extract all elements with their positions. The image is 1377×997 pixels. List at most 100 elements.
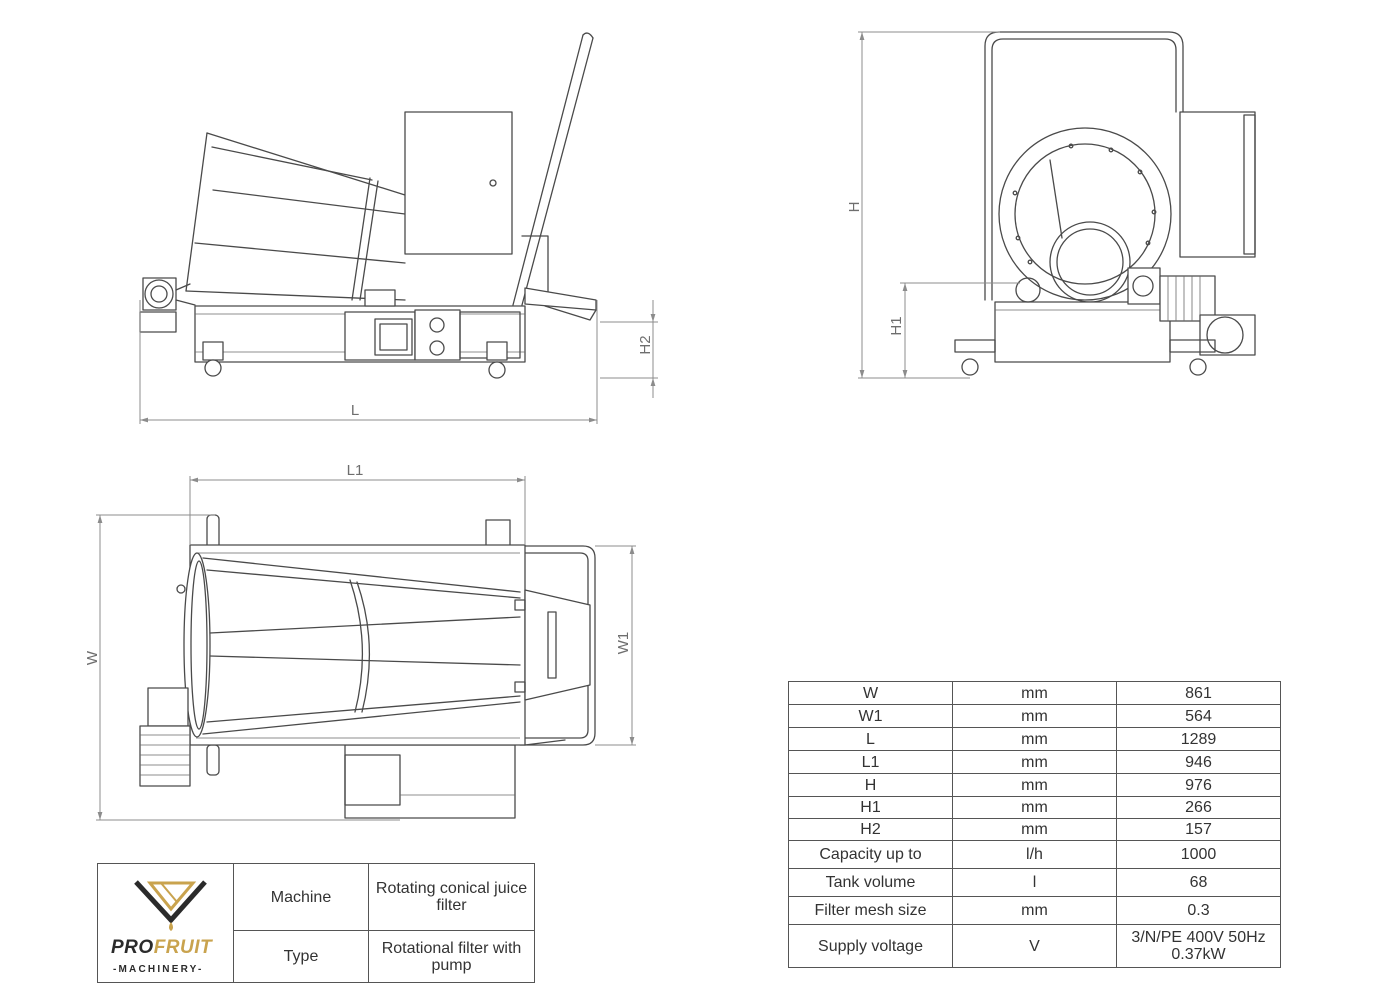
spec-unit: mm bbox=[952, 818, 1117, 841]
control-cabinet bbox=[404, 111, 513, 255]
spec-value: 68 bbox=[1116, 868, 1281, 897]
specifications-table: W mm 861 W1 mm 564 L mm 1289 L1 mm 946 H… bbox=[788, 681, 1281, 968]
spec-unit: mm bbox=[952, 750, 1117, 774]
title-block: PROFRUIT -MACHINERY- Machine Rotating co… bbox=[97, 863, 535, 983]
title-value-machine: Rotating conical juice filter bbox=[368, 863, 535, 931]
dimension-label-L: L bbox=[351, 402, 359, 419]
spec-unit: mm bbox=[952, 727, 1117, 751]
control-cabinet-side bbox=[1179, 111, 1256, 258]
filter-body-top bbox=[189, 544, 526, 746]
spec-parameter: Capacity up to bbox=[788, 840, 953, 869]
logo-emblem-icon bbox=[134, 879, 207, 931]
clamps bbox=[206, 514, 511, 776]
spec-value: 3/N/PE 400V 50Hz 0.37kW bbox=[1116, 924, 1281, 968]
pump-front bbox=[1199, 314, 1256, 356]
table-row: Tank volume l 68 bbox=[788, 868, 1281, 897]
tube-frame bbox=[984, 31, 1184, 301]
filter-drum-ring bbox=[998, 127, 1172, 303]
spec-value: 564 bbox=[1116, 704, 1281, 728]
spec-value: 946 bbox=[1116, 750, 1281, 774]
tank-top bbox=[344, 744, 516, 819]
wheel-right bbox=[486, 341, 508, 379]
table-row: W1 mm 564 bbox=[788, 704, 1281, 728]
gear-motor bbox=[1127, 267, 1216, 322]
spec-value-line: 3/N/PE 400V 50Hz bbox=[1131, 929, 1266, 946]
left-motor bbox=[139, 277, 196, 333]
spec-unit: l bbox=[952, 868, 1117, 897]
base-tank-front bbox=[994, 277, 1171, 363]
spec-value: 1289 bbox=[1116, 727, 1281, 751]
dimension-label-H1: H1 bbox=[888, 316, 905, 335]
dimension-label-L1: L1 bbox=[347, 462, 364, 479]
spec-parameter: H bbox=[788, 773, 953, 797]
spec-value: 861 bbox=[1116, 681, 1281, 705]
title-label-type: Type bbox=[233, 930, 369, 983]
discharge-chute bbox=[524, 287, 597, 321]
title-label-machine: Machine bbox=[233, 863, 369, 931]
dimension-H: H bbox=[846, 31, 1000, 379]
dimension-H1: H1 bbox=[888, 282, 1020, 378]
dimension-label-H2: H2 bbox=[637, 335, 654, 354]
front-view-drawing: H H1 bbox=[846, 31, 1256, 379]
table-row: L mm 1289 bbox=[788, 727, 1281, 751]
dimension-L1: L1 bbox=[189, 462, 526, 545]
side-view-drawing: L H2 bbox=[139, 32, 658, 424]
handle-top bbox=[524, 739, 566, 746]
table-row: W mm 861 bbox=[788, 681, 1281, 705]
wheel-left bbox=[202, 341, 224, 377]
table-row: H mm 976 bbox=[788, 773, 1281, 797]
dimension-label-W: W bbox=[84, 650, 101, 665]
dimension-L: L bbox=[139, 300, 598, 424]
wheel-front-right bbox=[1169, 339, 1216, 376]
title-value-type: Rotational filter with pump bbox=[368, 930, 535, 983]
spec-unit: mm bbox=[952, 896, 1117, 925]
spec-parameter: L1 bbox=[788, 750, 953, 774]
brand-subtitle: -MACHINERY- bbox=[113, 963, 204, 975]
spec-value: 266 bbox=[1116, 796, 1281, 819]
spec-parameter: H2 bbox=[788, 818, 953, 841]
spec-value: 0.3 bbox=[1116, 896, 1281, 925]
spec-unit: mm bbox=[952, 681, 1117, 705]
drive-motor bbox=[344, 289, 416, 361]
spec-unit: mm bbox=[952, 773, 1117, 797]
spec-value: 1000 bbox=[1116, 840, 1281, 869]
spec-value: 976 bbox=[1116, 773, 1281, 797]
spec-unit: V bbox=[952, 924, 1117, 968]
spec-parameter: W1 bbox=[788, 704, 953, 728]
brand-name-part1: PRO bbox=[111, 936, 154, 958]
wheel-front-left bbox=[954, 339, 996, 376]
handle bbox=[512, 32, 594, 306]
spec-parameter: Filter mesh size bbox=[788, 896, 953, 925]
spec-parameter: W bbox=[788, 681, 953, 705]
table-row: H2 mm 157 bbox=[788, 818, 1281, 841]
dimension-W: W bbox=[84, 514, 400, 821]
table-row: Supply voltage V 3/N/PE 400V 50Hz 0.37kW bbox=[788, 924, 1281, 968]
table-row: H1 mm 266 bbox=[788, 796, 1281, 819]
cone-drum bbox=[185, 132, 406, 301]
spec-unit: l/h bbox=[952, 840, 1117, 869]
spec-parameter: Supply voltage bbox=[788, 924, 953, 968]
dimension-W1: W1 bbox=[595, 545, 636, 746]
dimension-H2: H2 bbox=[600, 300, 658, 398]
spec-unit: mm bbox=[952, 796, 1117, 819]
spec-parameter: Tank volume bbox=[788, 868, 953, 897]
dimension-label-W1: W1 bbox=[615, 632, 632, 655]
table-row: Capacity up to l/h 1000 bbox=[788, 840, 1281, 869]
spec-value-line: 0.37kW bbox=[1171, 946, 1226, 963]
logo-cell: PROFRUIT -MACHINERY- bbox=[97, 863, 235, 983]
table-row: Filter mesh size mm 0.3 bbox=[788, 896, 1281, 925]
company-logo: PROFRUIT -MACHINERY- bbox=[101, 865, 235, 982]
brand-name-part2: FRUIT bbox=[153, 936, 213, 958]
table-row: L1 mm 946 bbox=[788, 750, 1281, 774]
left-motor-top bbox=[139, 584, 191, 787]
brand-name: PROFRUIT bbox=[111, 936, 213, 958]
spec-value: 157 bbox=[1116, 818, 1281, 841]
dimension-label-H: H bbox=[846, 202, 863, 213]
spec-parameter: H1 bbox=[788, 796, 953, 819]
spec-unit: mm bbox=[952, 704, 1117, 728]
spec-parameter: L bbox=[788, 727, 953, 751]
outlet-top bbox=[514, 589, 591, 701]
pump bbox=[414, 309, 521, 361]
top-view-drawing: L1 W W1 bbox=[84, 462, 636, 821]
